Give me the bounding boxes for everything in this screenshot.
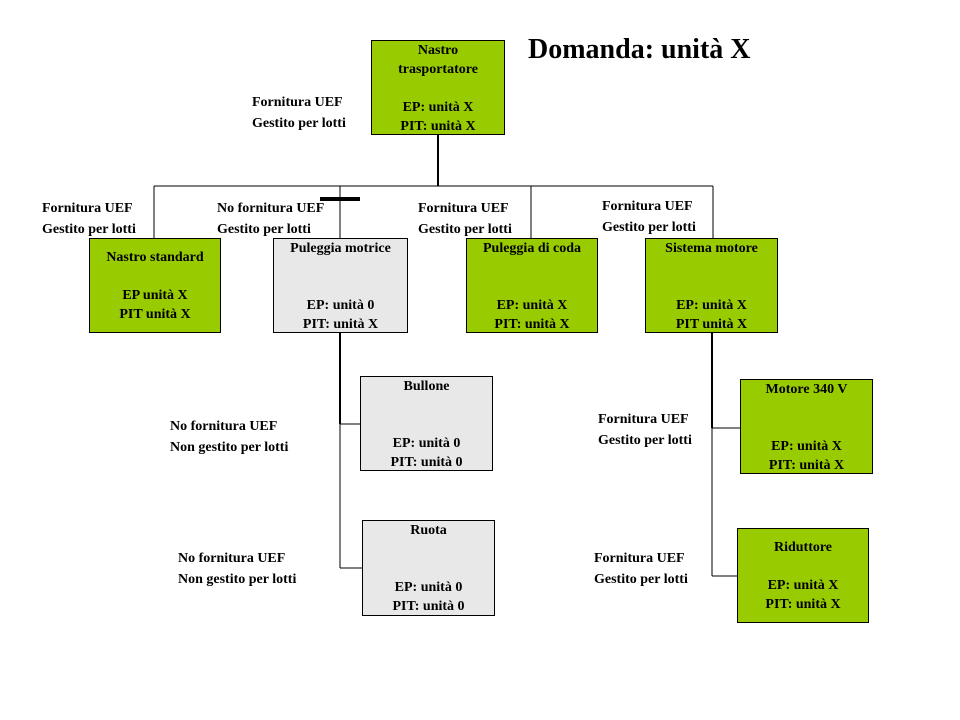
node-name-line-2: trasportatore (398, 62, 478, 77)
label-line-1: No fornitura UEF (170, 419, 278, 434)
label-line-2: Gestito per lotti (217, 222, 311, 237)
label-riduttore: Fornitura UEF Gestito per lotti (594, 548, 688, 590)
label-line-2: Non gestito per lotti (178, 572, 297, 587)
label-line-2: Gestito per lotti (42, 222, 136, 237)
label-line-2: Gestito per lotti (602, 220, 696, 235)
label-line-2: Gestito per lotti (598, 433, 692, 448)
node-name: Puleggia di coda (482, 241, 581, 256)
node-ep: EP: unità X (771, 439, 842, 454)
node-ep: EP: unità X (496, 298, 568, 313)
label-line-1: Fornitura UEF (418, 201, 509, 216)
node-pit: PIT unità X (675, 317, 748, 332)
node-nastro-trasportatore: Nastro trasportatore EP: unità X PIT: un… (371, 40, 505, 135)
node-riduttore: Riduttore EP: unità X PIT: unità X (737, 528, 869, 623)
node-pit: PIT: unità X (302, 317, 379, 332)
label-line-1: Fornitura UEF (42, 201, 133, 216)
label-line-1: Fornitura UEF (594, 551, 685, 566)
node-ep: EP: unità X (767, 578, 839, 593)
node-ep: EP unità X (122, 288, 188, 303)
node-name-line-1: Nastro (417, 43, 459, 58)
label-line-1: Fornitura UEF (598, 412, 689, 427)
node-name: Ruota (410, 523, 447, 538)
node-ep: EP: unità 0 (394, 580, 463, 595)
node-name: Sistema motore (665, 241, 758, 256)
node-pit: PIT: unità X (768, 458, 845, 473)
label-sistema-motore: Fornitura UEF Gestito per lotti (602, 196, 696, 238)
label-line-1: No fornitura UEF (217, 201, 325, 216)
node-name: Motore 340 V (765, 382, 848, 397)
node-sistema-motore: Sistema motore EP: unità X PIT unità X (645, 238, 778, 333)
label-line-1: Fornitura UEF (602, 199, 693, 214)
node-name: Riduttore (773, 540, 833, 555)
label-puleggia-di-coda: Fornitura UEF Gestito per lotti (418, 198, 512, 240)
diagram-title: Domanda: unità X (528, 34, 751, 65)
label-line-2: Gestito per lotti (594, 572, 688, 587)
node-motore-340v: Motore 340 V EP: unità X PIT: unità X (740, 379, 873, 474)
label-line-1: Fornitura UEF (252, 95, 343, 110)
node-ep: EP: unità 0 (392, 436, 461, 451)
label-ruota: No fornitura UEF Non gestito per lotti (178, 548, 296, 590)
node-ruota: Ruota EP: unità 0 PIT: unità 0 (362, 520, 495, 616)
node-pit: PIT: unità 0 (390, 455, 463, 470)
node-pit: PIT: unità X (494, 317, 570, 332)
node-name: Bullone (403, 379, 450, 394)
node-bullone: Bullone EP: unità 0 PIT: unità 0 (360, 376, 493, 471)
node-pit: PIT unità X (119, 307, 191, 322)
node-nastro-standard: Nastro standard EP unità X PIT unità X (89, 238, 221, 333)
node-name: Nastro standard (106, 250, 204, 265)
label-nastro-standard: Fornitura UEF Gestito per lotti (42, 198, 136, 240)
node-puleggia-di-coda: Puleggia di coda EP: unità X PIT: unità … (466, 238, 598, 333)
node-pit: PIT: unità X (400, 119, 476, 134)
label-line-2: Gestito per lotti (252, 116, 346, 131)
node-name: Puleggia motrice (290, 241, 391, 256)
node-ep: EP: unità 0 (306, 298, 375, 313)
node-pit: PIT: unità 0 (392, 599, 465, 614)
label-root: Fornitura UEF Gestito per lotti (252, 92, 346, 134)
label-puleggia-motrice: No fornitura UEF Gestito per lotti (217, 198, 324, 240)
label-motore-340v: Fornitura UEF Gestito per lotti (598, 409, 692, 451)
node-ep: EP: unità X (676, 298, 747, 313)
label-line-1: No fornitura UEF (178, 551, 286, 566)
label-line-2: Gestito per lotti (418, 222, 512, 237)
node-puleggia-motrice: Puleggia motrice EP: unità 0 PIT: unità … (273, 238, 408, 333)
label-bullone: No fornitura UEF Non gestito per lotti (170, 416, 288, 458)
label-line-2: Non gestito per lotti (170, 440, 289, 455)
node-ep: EP: unità X (402, 100, 474, 115)
node-pit: PIT: unità X (765, 597, 841, 612)
